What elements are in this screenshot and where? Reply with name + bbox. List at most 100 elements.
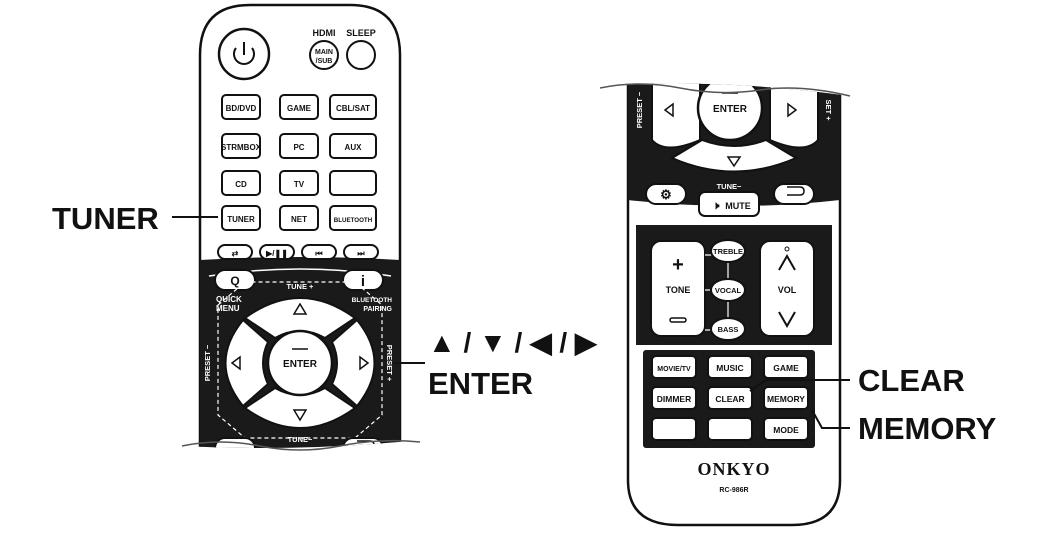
input-button[interactable]: BLUETOOTH xyxy=(329,205,377,231)
mute-button[interactable]: 🕨 MUTE xyxy=(698,191,760,217)
q-label: Q xyxy=(230,274,239,288)
sleep-button[interactable] xyxy=(346,40,376,70)
right-dpad-down-button[interactable] xyxy=(669,138,799,173)
input-button-label: STRMBOX xyxy=(221,143,262,152)
bass-button[interactable]: BASS xyxy=(710,317,746,341)
power-icon xyxy=(233,47,255,65)
mode-button[interactable]: DIMMER xyxy=(651,386,697,410)
transport-buttons: ⇄ ▶/❚❚ ⏮ ⏭ xyxy=(217,244,379,260)
right-dpad-left-button[interactable] xyxy=(651,80,701,149)
left-enter-label: ENTER xyxy=(283,359,318,370)
hdmi-label: HDMI xyxy=(313,28,336,38)
left-remote-cut-edge xyxy=(181,439,421,451)
volume-rocker[interactable]: VOL xyxy=(759,240,815,337)
transport-button[interactable]: ⏭ xyxy=(343,244,379,260)
input-button-grid: BD/DVD GAME CBL/SAT STRMBOX PC AUX CD TV TUNER NE… xyxy=(221,94,377,231)
enter-callout: ENTER xyxy=(428,366,534,401)
tuner-callout: TUNER xyxy=(52,201,159,236)
vocal-button[interactable]: VOCAL xyxy=(710,278,746,302)
vol-up-icon xyxy=(778,253,796,271)
input-button[interactable]: PC xyxy=(279,133,319,159)
left-preset-plus-label: PRESET + xyxy=(385,345,394,382)
mute-label: MUTE xyxy=(725,201,751,211)
mode-button-label: CLEAR xyxy=(715,394,744,404)
quick-menu-label-1: QUICK xyxy=(216,295,242,304)
up-arrow-icon xyxy=(292,302,308,315)
input-button-label: GAME xyxy=(287,104,312,113)
input-button-label: PC xyxy=(293,143,304,152)
input-button[interactable]: BD/DVD xyxy=(221,94,261,120)
vocal-label: VOCAL xyxy=(715,286,742,295)
input-button[interactable]: TV xyxy=(279,170,319,196)
mode-button-label: MODE xyxy=(773,425,799,435)
tune-plus-label: TUNE + xyxy=(287,282,315,291)
treble-button[interactable]: TREBLE xyxy=(710,239,746,263)
right-enter-label: ENTER xyxy=(713,104,748,115)
input-button[interactable]: NET xyxy=(279,205,319,231)
transport-button[interactable]: ⏮ xyxy=(301,244,337,260)
vol-label: VOL xyxy=(778,285,797,295)
model-label: RC-986R xyxy=(719,487,748,494)
input-button-label: BLUETOOTH xyxy=(334,217,373,224)
vol-down-icon xyxy=(778,311,796,329)
tone-rocker[interactable]: + TONE xyxy=(650,240,706,337)
q-button[interactable]: Q xyxy=(214,269,256,291)
dpad-right-button[interactable] xyxy=(330,318,376,408)
power-button[interactable] xyxy=(217,27,271,81)
input-button-label: CBL/SAT xyxy=(336,104,370,113)
input-button[interactable] xyxy=(329,170,377,196)
mode-button[interactable] xyxy=(707,417,753,441)
quick-menu-label-2: MENU xyxy=(216,304,240,313)
input-button-label: TV xyxy=(294,180,305,189)
right-remote-cut-edge xyxy=(599,83,851,97)
mode-button[interactable] xyxy=(651,417,697,441)
bass-label: BASS xyxy=(718,325,739,334)
mode-button-label: GAME xyxy=(773,363,799,373)
input-button-label: CD xyxy=(235,180,247,189)
mode-button[interactable]: CLEAR xyxy=(707,386,753,410)
down-arrow-icon xyxy=(292,409,308,422)
info-label: i xyxy=(361,273,365,290)
tone-label: TONE xyxy=(666,285,691,295)
input-button[interactable]: CBL/SAT xyxy=(329,94,377,120)
right-tune-minus-label: TUNE− xyxy=(717,182,742,191)
dpad-dashed-outline xyxy=(217,281,383,439)
mode-button-label: MOVIE/TV xyxy=(657,366,691,373)
brand-logo: ONKYO xyxy=(697,459,770,479)
main-sub-label-2: /SUB xyxy=(316,58,333,65)
transport-button[interactable]: ⇄ xyxy=(217,244,253,260)
left-arrow-icon xyxy=(230,355,241,371)
input-button[interactable]: AUX xyxy=(329,133,377,159)
right-enter-button[interactable]: ENTER xyxy=(696,76,764,142)
mode-button[interactable]: GAME xyxy=(763,355,809,379)
input-button[interactable]: GAME xyxy=(279,94,319,120)
left-setup-button[interactable] xyxy=(214,437,256,458)
tone-plus-icon: + xyxy=(672,254,684,276)
memory-leader-line xyxy=(811,409,850,429)
treble-label: TREBLE xyxy=(713,247,743,256)
mode-button-grid: MOVIE/TV MUSIC GAME DIMMER CLEAR MEMORY MODE xyxy=(651,355,809,441)
input-button-label: TUNER xyxy=(227,215,255,224)
left-enter-button[interactable]: ENTER xyxy=(266,329,334,397)
left-tune-minus-label: TUNE− xyxy=(288,435,313,444)
input-button[interactable]: STRMBOX xyxy=(221,133,262,159)
right-dpad-right-button[interactable] xyxy=(769,80,819,149)
input-button[interactable]: CD xyxy=(221,170,261,196)
right-return-button[interactable] xyxy=(773,183,815,205)
input-button[interactable]: TUNER xyxy=(221,205,261,231)
transport-button[interactable]: ▶/❚❚ xyxy=(259,244,295,260)
mode-button[interactable]: MODE xyxy=(763,417,809,441)
setup-button[interactable]: ⚙ xyxy=(645,183,687,205)
dpad-left-button[interactable] xyxy=(224,318,270,408)
info-button[interactable]: i xyxy=(342,269,384,291)
mode-button[interactable]: MOVIE/TV xyxy=(651,355,697,379)
mode-button[interactable]: MEMORY xyxy=(763,386,809,410)
mode-button[interactable]: MUSIC xyxy=(707,355,753,379)
main-sub-button[interactable]: MAIN /SUB xyxy=(309,40,339,70)
memory-callout: MEMORY xyxy=(858,411,997,446)
right-preset-left-label: PRESET − xyxy=(635,91,644,128)
right-down-arrow-icon xyxy=(726,156,742,168)
